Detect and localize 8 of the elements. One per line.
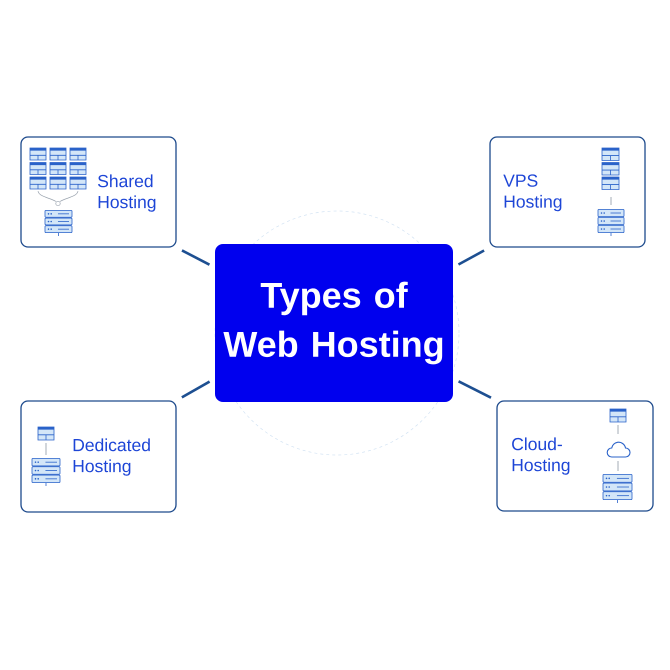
- connector-line: [181, 249, 210, 266]
- rounded-box: Dedicated Hosting: [20, 400, 177, 513]
- connector-line: [458, 380, 492, 399]
- connector-line: [458, 249, 485, 266]
- title-box: Types of Web Hosting: [215, 244, 453, 402]
- rounded-box: VPS Hosting: [489, 136, 646, 248]
- connector-line: [181, 380, 210, 399]
- rounded-box: Cloud-Hosting: [496, 400, 654, 512]
